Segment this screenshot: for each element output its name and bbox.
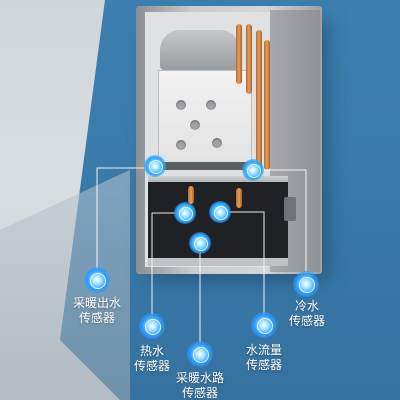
copper-pipe [188,186,194,204]
sensor-marker-cold-water [242,159,264,181]
copper-pipe [264,40,270,170]
callout-endpoint-heating-circuit [187,341,213,367]
sensor-marker-hot-water [174,202,196,224]
heat-exchanger [158,70,252,164]
burner-bar [160,162,252,170]
exchanger-bolt [212,138,222,148]
callout-endpoint-cold-water [293,271,319,297]
callout-line-hot-water [151,212,185,326]
label-line: 传感器 [288,314,325,328]
callout-line-water-flow [220,211,265,325]
label-line: 冷水 [294,299,319,313]
callout-endpoint-heating-outlet [84,267,110,293]
copper-pipe [236,188,242,208]
label-heating-circuit-sensor: 采暖水路 传感器 [170,371,230,400]
copper-pipe [256,30,262,170]
label-line: 水流量 [245,343,282,357]
label-hot-water-sensor: 热水 传感器 [124,344,180,374]
sensor-marker-water-flow [209,201,231,223]
label-line: 传感器 [245,358,282,372]
label-heating-outlet-sensor: 采暖出水 传感器 [68,296,126,326]
copper-pipe [236,24,242,84]
callout-endpoint-water-flow [251,312,277,338]
divider-tray [148,176,288,184]
label-line: 传感器 [78,311,115,325]
exchanger-bolt [206,100,216,110]
exchanger-bolt [176,100,186,110]
fan-housing [160,30,240,70]
label-line: 采暖出水 [72,296,121,310]
label-line: 传感器 [181,386,218,400]
label-water-flow-sensor: 水流量 传感器 [236,343,292,373]
callout-line-heating-outlet [96,167,155,278]
sensor-marker-heating-circuit [189,232,211,254]
label-cold-water-sensor: 冷水 传感器 [280,299,334,329]
callout-endpoint-hot-water [139,313,165,339]
callout-line-cold-water [253,169,307,283]
bottom-plate [148,258,288,266]
exchanger-bolt [176,140,186,150]
label-line: 热水 [139,344,164,358]
label-line: 传感器 [133,359,170,373]
exchanger-bolt [190,120,200,130]
copper-pipe [246,24,252,94]
side-vent [284,197,296,221]
sensor-marker-heating-outlet [144,155,166,177]
label-line: 采暖水路 [175,371,224,385]
